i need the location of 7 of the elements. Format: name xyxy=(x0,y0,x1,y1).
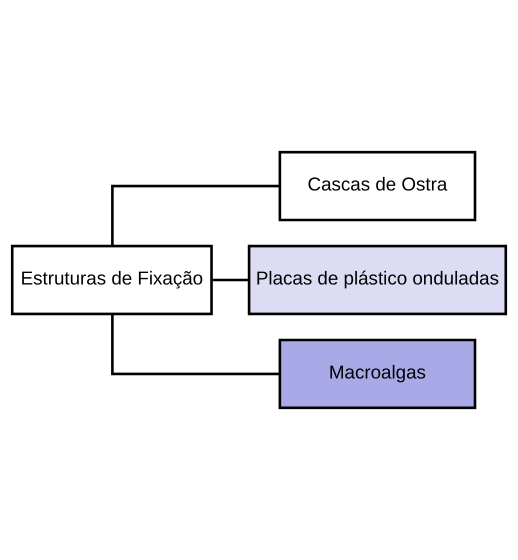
connector xyxy=(111,184,280,246)
node-box: Estruturas de Fixação xyxy=(10,244,213,316)
node-box: Macroalgas xyxy=(278,338,476,410)
node-box: Placas de plástico onduladas xyxy=(248,244,508,316)
node-box: Cascas de Ostra xyxy=(278,150,476,222)
connector xyxy=(212,278,249,282)
connector xyxy=(111,314,280,376)
